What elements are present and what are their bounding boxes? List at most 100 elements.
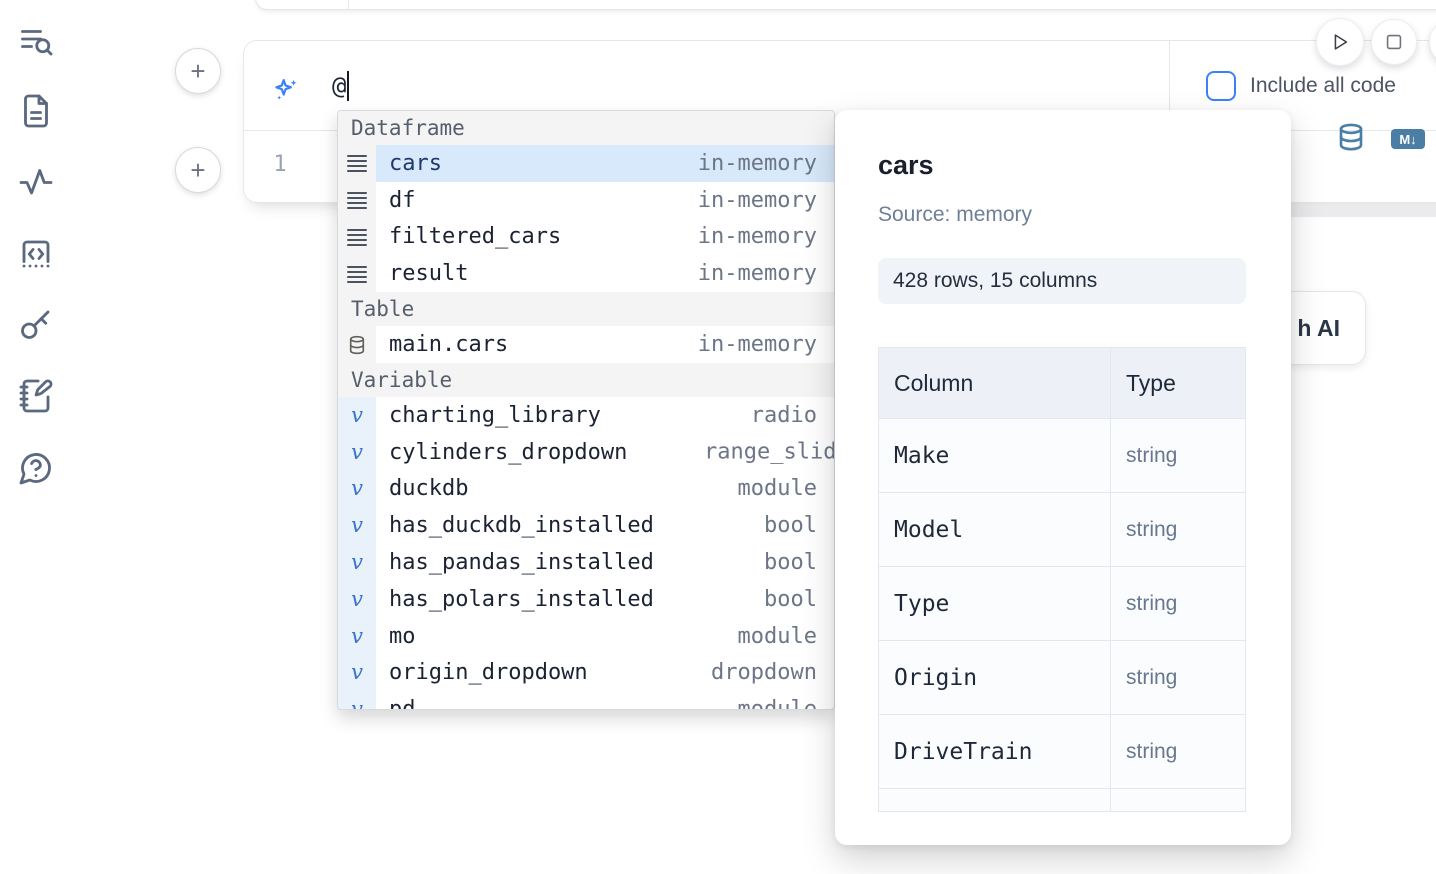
database-icon[interactable] <box>1336 121 1366 153</box>
autocomplete-item-type: module <box>737 623 817 649</box>
scratchpad-icon[interactable] <box>18 378 54 414</box>
popup-source: Source: memory <box>878 203 1033 226</box>
previous-cell-bottom-edge <box>255 0 1436 10</box>
autocomplete-item[interactable]: v origin_dropdown dropdown <box>338 654 834 692</box>
autocomplete-item-type: radio <box>750 402 817 428</box>
autocomplete-item[interactable]: result in-memory <box>338 255 834 293</box>
variable-icon: v <box>338 470 376 508</box>
autocomplete-item-type: dropdown <box>711 660 817 686</box>
schema-column-type: string <box>1126 591 1178 615</box>
autocomplete-item-name: mo <box>389 623 416 649</box>
schema-table-row: DriveTrain string <box>879 715 1245 789</box>
autocomplete-item[interactable]: v has_duckdb_installed bool <box>338 507 834 545</box>
code-editor-row[interactable]: 1 <box>244 132 1436 202</box>
previous-cell-divider <box>348 0 349 9</box>
schema-table-row: Make string <box>879 419 1245 493</box>
dataframe-icon <box>338 181 376 219</box>
autocomplete-item-type: in-memory <box>697 261 817 287</box>
text-caret <box>347 71 350 101</box>
document-icon[interactable] <box>18 93 54 129</box>
schema-column-type: string <box>1126 739 1178 763</box>
autocomplete-item-type: bool <box>764 586 817 612</box>
autocomplete-item-type: module <box>737 697 817 710</box>
autocomplete-item-name: has_polars_installed <box>389 586 654 612</box>
search-list-icon[interactable] <box>18 24 54 60</box>
autocomplete-item-name: cylinders_dropdown <box>389 439 628 465</box>
add-cell-above-button[interactable]: + <box>175 48 221 94</box>
ai-prompt-input[interactable]: @ <box>332 68 350 104</box>
autocomplete-item-name: result <box>389 261 469 287</box>
schema-column-type: string <box>1126 517 1178 541</box>
autocomplete-item-type: module <box>737 476 817 502</box>
autocomplete-section-header: Dataframe <box>338 111 834 145</box>
input-row-divider <box>1169 41 1170 130</box>
autocomplete-item[interactable]: filtered_cars in-memory <box>338 218 834 256</box>
schema-column-type: string <box>1126 665 1178 689</box>
autocomplete-item-name: df <box>389 187 416 213</box>
autocomplete-item[interactable]: v charting_library radio <box>338 396 834 434</box>
schema-column-name: Origin <box>894 664 978 691</box>
include-all-code-checkbox[interactable] <box>1206 71 1236 101</box>
autocomplete-item-name: duckdb <box>389 476 469 502</box>
schema-table-row: Model string <box>879 493 1245 567</box>
ai-prompt-value: @ <box>332 72 347 100</box>
stop-cell-button[interactable] <box>1371 19 1417 65</box>
markdown-icon[interactable]: M↓ <box>1391 129 1425 149</box>
run-cell-button[interactable] <box>1316 18 1364 66</box>
variable-icon: v <box>338 507 376 545</box>
variable-icon: v <box>338 617 376 655</box>
autocomplete-item-name: origin_dropdown <box>389 660 588 686</box>
dataframe-icon <box>338 145 376 182</box>
schema-column-name: Type <box>894 590 950 617</box>
add-cell-below-button[interactable]: + <box>175 147 221 193</box>
key-icon[interactable] <box>18 306 54 342</box>
schema-column-name: Make <box>894 442 950 469</box>
autocomplete-item-type: in-memory <box>697 150 817 176</box>
dataframe-icon <box>338 255 376 293</box>
popup-title: cars <box>878 150 934 180</box>
schema-column-name: Model <box>894 516 964 543</box>
activity-icon[interactable] <box>18 163 54 199</box>
autocomplete-section-header: Variable <box>338 362 834 397</box>
autocomplete-item-type: in-memory <box>697 187 817 213</box>
help-chat-icon[interactable] <box>18 450 54 486</box>
autocomplete-item-name: has_duckdb_installed <box>389 513 654 539</box>
autocomplete-item[interactable]: df in-memory <box>338 181 834 219</box>
autocomplete-section-header: Table <box>338 292 834 327</box>
schema-table-row: Origin string <box>879 641 1245 715</box>
variable-icon: v <box>338 654 376 692</box>
autocomplete-item[interactable]: v cylinders_dropdown range_slider <box>338 433 834 471</box>
code-snippet-icon[interactable] <box>18 236 54 272</box>
autocomplete-item-type: bool <box>764 550 817 576</box>
autocomplete-item[interactable]: main.cars in-memory <box>338 326 834 363</box>
autocomplete-item-type: in-memory <box>697 332 817 358</box>
schema-header-column: Column <box>894 369 974 396</box>
autocomplete-item-name: has_pandas_installed <box>389 550 654 576</box>
table-icon <box>338 326 376 363</box>
autocomplete-item-name: main.cars <box>389 332 509 358</box>
autocomplete-item-type: range_slider <box>704 439 834 465</box>
autocomplete-item-type: bool <box>764 513 817 539</box>
autocomplete-item-name: filtered_cars <box>389 224 562 250</box>
autocomplete-item[interactable]: v has_pandas_installed bool <box>338 544 834 581</box>
variable-icon: v <box>338 396 376 434</box>
schema-table-row-partial <box>879 789 1245 811</box>
schema-header-type: Type <box>1126 369 1176 396</box>
dataframe-icon <box>338 218 376 256</box>
variable-icon: v <box>338 544 376 581</box>
autocomplete-item-type: in-memory <box>697 224 817 250</box>
schema-column-type: string <box>1126 443 1178 467</box>
autocomplete-item-name: pd <box>389 697 416 710</box>
schema-column-name: DriveTrain <box>894 738 1033 765</box>
include-all-code-control: Include all code <box>1206 71 1396 101</box>
autocomplete-item-name: charting_library <box>389 402 601 428</box>
variable-icon: v <box>338 433 376 471</box>
